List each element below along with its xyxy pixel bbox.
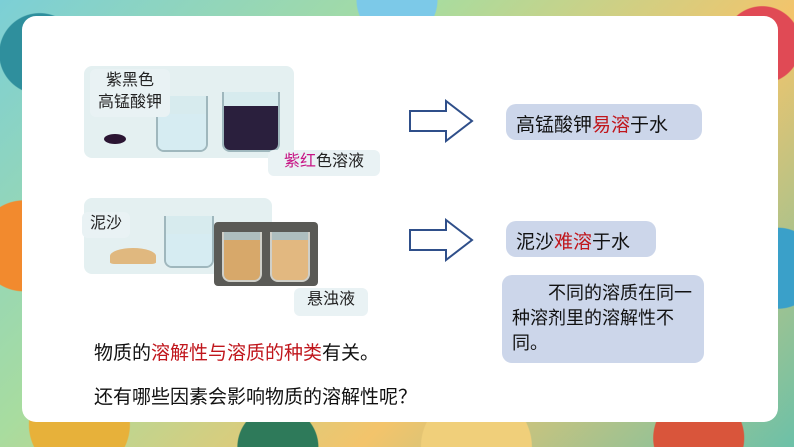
question-line: 还有哪些因素会影响物质的溶解性呢？ bbox=[94, 386, 418, 408]
right-arrow-icon bbox=[409, 218, 474, 262]
purple-solution-label: 紫红色溶液 bbox=[268, 150, 380, 176]
result2-suffix: 于水 bbox=[592, 231, 631, 253]
kmno4-label-line2: 高锰酸钾 bbox=[97, 92, 162, 111]
clear-beaker bbox=[164, 216, 214, 268]
sand-label-text: 泥沙 bbox=[89, 213, 122, 232]
result-box-sand: 泥沙难溶于水 bbox=[506, 221, 656, 257]
purple-solution-beaker bbox=[222, 92, 280, 152]
solution-text: 色溶液 bbox=[316, 151, 365, 170]
purple-red-text: 紫红 bbox=[283, 151, 316, 170]
statement-prefix: 物质的 bbox=[94, 342, 152, 364]
kmno4-crystals bbox=[104, 134, 126, 144]
suspension-label: 悬浊液 bbox=[294, 288, 368, 316]
content-card: 紫黑色 高锰酸钾 紫红色溶液 高锰酸钾易溶于水 泥沙 悬浊液 泥沙难溶于水 bbox=[22, 16, 778, 422]
sand-label: 泥沙 bbox=[82, 212, 130, 238]
result2-prefix: 泥沙 bbox=[516, 231, 555, 253]
statement-suffix: 有关。 bbox=[322, 342, 380, 364]
kmno4-label-line1: 紫黑色 bbox=[105, 70, 154, 89]
conclusion-text: 不同的溶质在同一种溶剂里的溶解性不同。 bbox=[512, 283, 692, 354]
right-arrow-icon bbox=[409, 99, 474, 143]
suspension-label-text: 悬浊液 bbox=[306, 289, 355, 308]
result1-suffix: 于水 bbox=[630, 114, 669, 136]
statement-line: 物质的溶解性与溶质的种类有关。 bbox=[94, 338, 379, 365]
result1-prefix: 高锰酸钾 bbox=[516, 114, 593, 136]
suspension-photo bbox=[214, 222, 318, 286]
result-box-kmno4: 高锰酸钾易溶于水 bbox=[506, 104, 702, 140]
kmno4-label: 紫黑色 高锰酸钾 bbox=[90, 69, 170, 117]
result2-highlight: 难溶 bbox=[554, 231, 593, 253]
result1-highlight: 易溶 bbox=[592, 114, 631, 136]
sand-pile bbox=[110, 248, 156, 264]
conclusion-box: 不同的溶质在同一种溶剂里的溶解性不同。 bbox=[502, 275, 704, 363]
statement-highlight: 溶解性与溶质的种类 bbox=[151, 342, 323, 364]
